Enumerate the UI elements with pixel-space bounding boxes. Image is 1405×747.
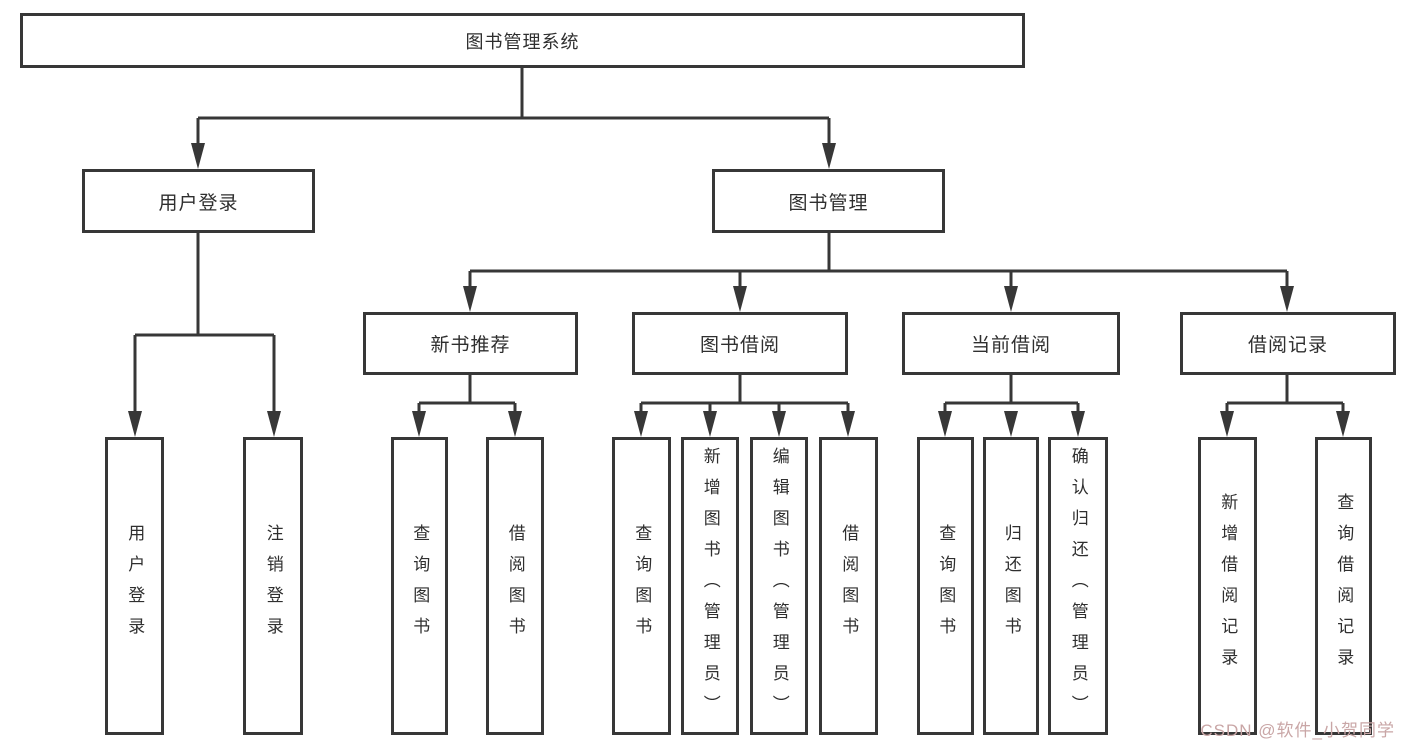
leaf-return-books: 归还图书 bbox=[983, 437, 1039, 735]
node-current-borrowing-label: 当前借阅 bbox=[970, 335, 1051, 356]
leaf-logout: 注销登录 bbox=[243, 437, 303, 735]
leaf-user-login: 用户登录 bbox=[105, 437, 164, 735]
node-book-borrowing: 图书借阅 bbox=[632, 312, 848, 375]
node-borrowing-records-label: 借阅记录 bbox=[1247, 335, 1328, 356]
leaf-confirm-return-admin: 确认归还（管理员） bbox=[1048, 437, 1108, 735]
arrowheads bbox=[128, 143, 1350, 437]
node-user-login-label: 用户登录 bbox=[158, 192, 239, 214]
leaf-query-books-current: 查询图书 bbox=[917, 437, 974, 735]
leaf-borrow-books-recommend-label: 借阅图书 bbox=[505, 524, 525, 648]
leaf-user-login-label: 用户登录 bbox=[125, 524, 145, 648]
node-current-borrowing: 当前借阅 bbox=[902, 312, 1120, 375]
leaf-edit-book-admin: 编辑图书（管理员） bbox=[750, 437, 808, 735]
leaf-borrow-books-borrowing-label: 借阅图书 bbox=[839, 524, 859, 648]
node-user-login: 用户登录 bbox=[82, 169, 315, 233]
leaf-add-borrow-record: 新增借阅记录 bbox=[1198, 437, 1257, 735]
node-book-management: 图书管理 bbox=[712, 169, 945, 233]
leaf-borrow-books-recommend: 借阅图书 bbox=[486, 437, 544, 735]
leaf-query-books-recommend: 查询图书 bbox=[391, 437, 448, 735]
leaf-add-book-admin: 新增图书（管理员） bbox=[681, 437, 739, 735]
leaf-query-borrow-record-label: 查询借阅记录 bbox=[1334, 493, 1354, 679]
leaf-confirm-return-admin-label: 确认归还（管理员） bbox=[1068, 446, 1088, 726]
leaf-add-book-admin-label: 新增图书（管理员） bbox=[700, 446, 720, 726]
leaf-query-books-current-label: 查询图书 bbox=[936, 524, 956, 648]
leaf-edit-book-admin-label: 编辑图书（管理员） bbox=[769, 446, 789, 726]
leaf-query-borrow-record: 查询借阅记录 bbox=[1315, 437, 1372, 735]
leaf-borrow-books-borrowing: 借阅图书 bbox=[819, 437, 878, 735]
leaf-query-books-borrowing-label: 查询图书 bbox=[632, 524, 652, 648]
node-book-borrowing-label: 图书借阅 bbox=[699, 335, 780, 356]
leaf-return-books-label: 归还图书 bbox=[1001, 524, 1021, 648]
node-root: 图书管理系统 bbox=[20, 13, 1025, 68]
node-new-book-recommend-label: 新书推荐 bbox=[430, 335, 511, 356]
leaf-query-books-recommend-label: 查询图书 bbox=[410, 524, 430, 648]
node-borrowing-records: 借阅记录 bbox=[1180, 312, 1396, 375]
node-root-label: 图书管理系统 bbox=[465, 31, 580, 52]
node-new-book-recommend: 新书推荐 bbox=[363, 312, 578, 375]
leaf-logout-label: 注销登录 bbox=[263, 524, 283, 648]
leaf-add-borrow-record-label: 新增借阅记录 bbox=[1218, 493, 1238, 679]
leaf-query-books-borrowing: 查询图书 bbox=[612, 437, 671, 735]
node-book-management-label: 图书管理 bbox=[788, 192, 869, 214]
